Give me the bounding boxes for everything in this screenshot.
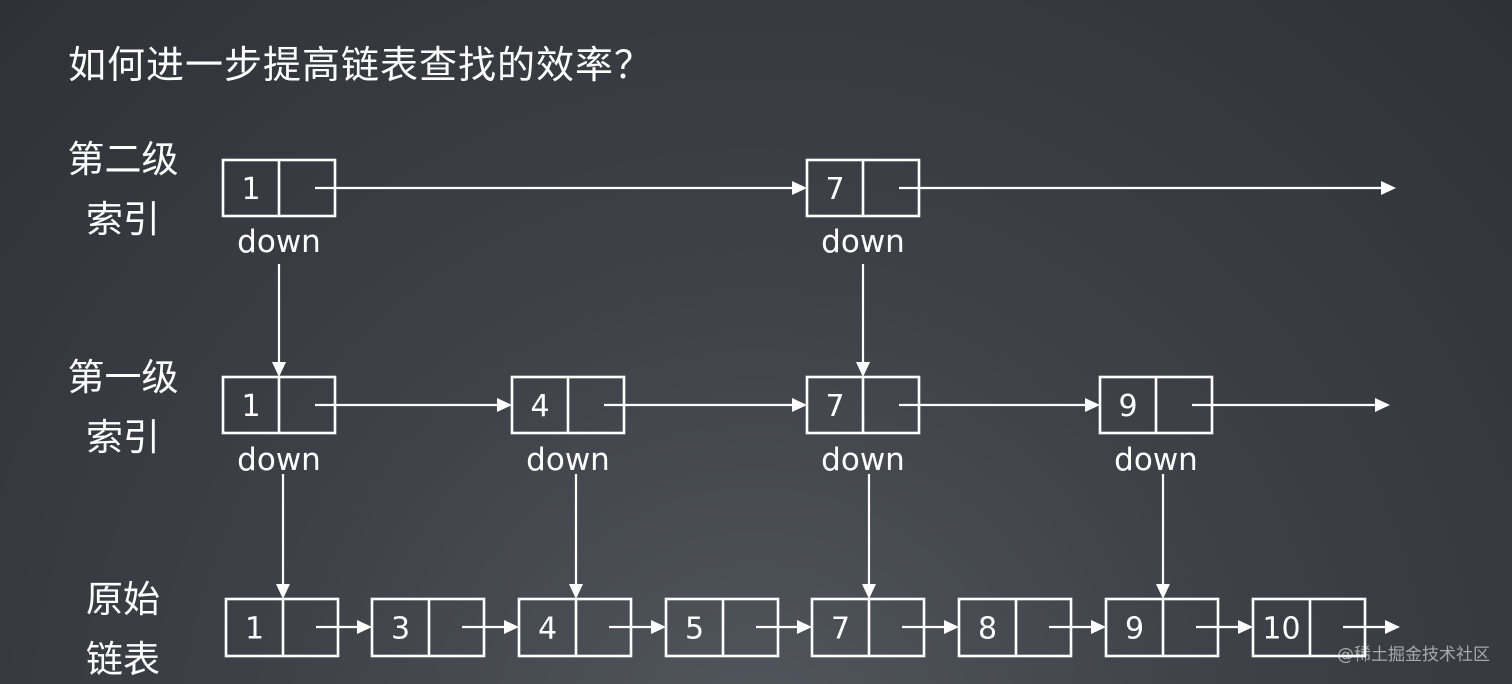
second-level-node-value: 7: [825, 172, 844, 207]
first-level-down-label: down: [1114, 442, 1198, 478]
down-arrow-second-to-first-head: [272, 362, 286, 377]
label-line: 原始: [86, 578, 160, 621]
first-level-node-value: 7: [825, 389, 844, 424]
original-list-node-value: 8: [978, 612, 997, 647]
first-level-node-value: 1: [241, 389, 260, 424]
original-list-node-value: 7: [831, 612, 850, 647]
down-arrow-first-to-original-head: [569, 584, 583, 599]
first-level-down-label: down: [237, 442, 321, 478]
second-level-next-arrow-head: [792, 181, 807, 195]
first-level-next-arrow-head: [1085, 398, 1100, 412]
first-level-next-arrow-head: [497, 398, 512, 412]
second-level-node-value: 1: [241, 172, 260, 207]
watermark: @稀土掘金技术社区: [1337, 645, 1490, 665]
down-arrow-first-to-original-head: [1156, 584, 1170, 599]
original-list-next-arrow-head: [651, 620, 666, 634]
down-arrow-first-to-original-head: [862, 584, 876, 599]
original-list-node-value: 9: [1125, 612, 1144, 647]
original-list-tail-arrow-head: [1385, 620, 1400, 634]
original-list-node-value: 10: [1262, 612, 1300, 647]
first-level-down-label: down: [821, 442, 905, 478]
label-line: 第二级: [67, 138, 179, 181]
original-list-node-value: 4: [538, 612, 557, 647]
down-arrow-second-to-first-head: [856, 362, 870, 377]
original-list-next-arrow-head: [944, 620, 959, 634]
original-list-next-arrow-head: [357, 620, 372, 634]
original-list-next-arrow-head: [1091, 620, 1106, 634]
original-list-next-arrow-head: [504, 620, 519, 634]
label-line: 索引: [86, 416, 160, 459]
first-level-down-label: down: [526, 442, 610, 478]
first-level-node-value: 4: [530, 389, 549, 424]
second-level-tail-arrow-head: [1381, 181, 1396, 195]
label-line: 索引: [86, 198, 160, 241]
original-list-next-arrow-head: [797, 620, 812, 634]
first-level-next-arrow-head: [792, 398, 807, 412]
second-level-down-label: down: [821, 224, 905, 260]
label-original-list: 原始 链表: [58, 570, 188, 684]
original-list-node-value: 5: [685, 612, 704, 647]
down-arrow-first-to-original-head: [276, 584, 290, 599]
second-level-down-label: down: [237, 224, 321, 260]
first-level-tail-arrow-head: [1375, 398, 1390, 412]
label-line: 第一级: [67, 356, 179, 399]
label-first-level-index: 第一级 索引: [58, 348, 188, 468]
label-second-level-index: 第二级 索引: [58, 130, 188, 250]
page-title: 如何进一步提高链表查找的效率？: [68, 43, 654, 87]
original-list-node-value: 3: [391, 612, 410, 647]
label-line: 链表: [86, 638, 160, 681]
first-level-node-value: 9: [1118, 389, 1137, 424]
original-list-node-value: 1: [245, 612, 264, 647]
original-list-next-arrow-head: [1238, 620, 1253, 634]
